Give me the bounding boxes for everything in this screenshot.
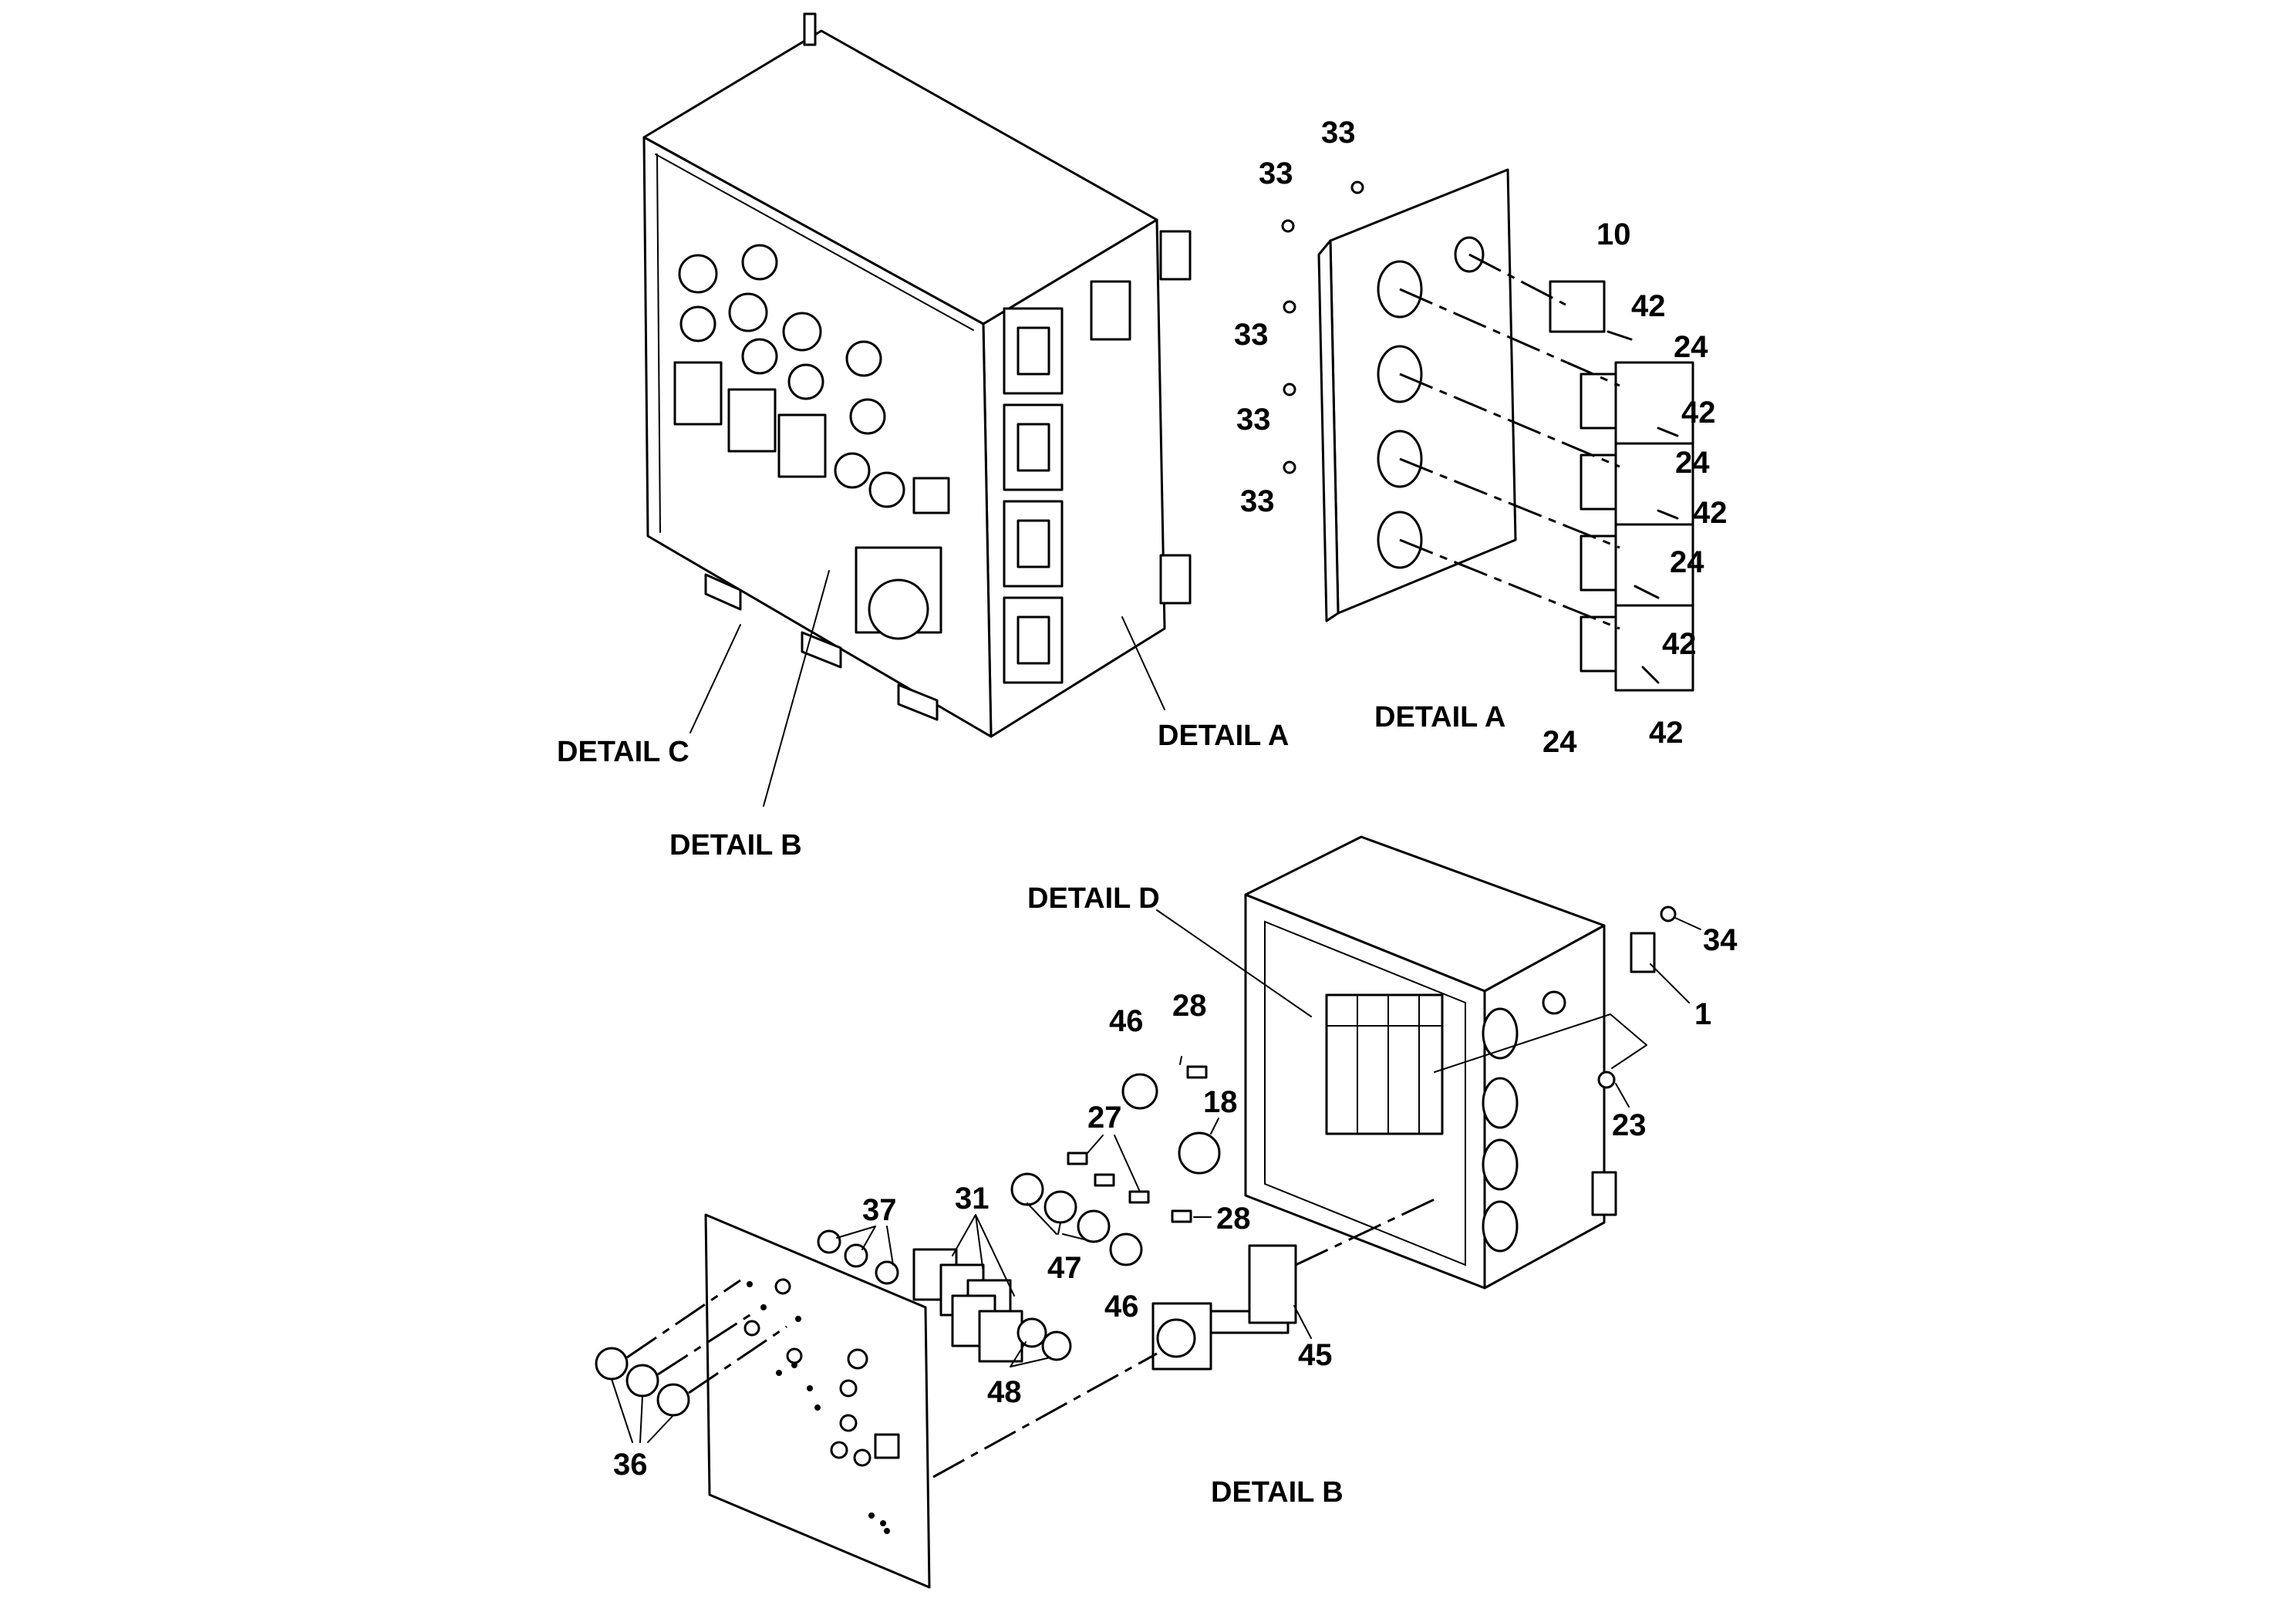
callout-46: 46 [1104, 1290, 1139, 1324]
screw-23 [1597, 1071, 1616, 1089]
main-enclosure-assembly [642, 12, 1192, 738]
callout-24: 24 [1674, 330, 1708, 364]
callout-24: 24 [1542, 725, 1577, 759]
callout-33: 33 [1240, 484, 1275, 518]
callout-46: 46 [1109, 1004, 1144, 1038]
label-detail-b-top: DETAIL B [669, 829, 802, 862]
callout-33: 33 [1321, 116, 1356, 150]
socket-outlets-24 [1580, 361, 1694, 692]
callout-18: 18 [1203, 1085, 1238, 1119]
callout-33: 33 [1259, 157, 1293, 191]
side-panel [1329, 168, 1517, 615]
callout-45: 45 [1298, 1338, 1333, 1372]
callout-24: 24 [1670, 545, 1704, 579]
callout-10: 10 [1596, 218, 1631, 251]
mounting-lug [803, 12, 817, 46]
callout-23: 23 [1612, 1108, 1647, 1142]
side-socket-outlets [1003, 280, 1131, 684]
screw-34 [1660, 905, 1677, 922]
callout-33: 33 [1236, 403, 1271, 437]
label-detail-d: DETAIL D [1027, 882, 1160, 915]
buzzer-18 [1178, 1131, 1221, 1175]
callout-42: 42 [1662, 627, 1697, 661]
callout-28: 28 [1172, 989, 1207, 1023]
hinge-upper [1159, 230, 1192, 281]
label-detail-a-main: DETAIL A [1158, 720, 1289, 752]
callout-27: 27 [1087, 1101, 1122, 1135]
label-detail-b-bottom: DETAIL B [1211, 1476, 1344, 1509]
detail-b-open-enclosure [1244, 835, 1677, 1290]
callout-48: 48 [987, 1375, 1022, 1409]
connector-10 [1549, 280, 1606, 333]
callout-1: 1 [1694, 997, 1711, 1031]
hinge-lower [1159, 554, 1192, 605]
main-switch-45 [1151, 1244, 1297, 1371]
callout-34: 34 [1703, 923, 1738, 957]
detail-b-door-panel [704, 1213, 931, 1589]
label-detail-a: DETAIL A [1374, 701, 1505, 733]
lamps-37 [817, 1229, 899, 1285]
callout-42: 42 [1681, 396, 1716, 430]
callout-24: 24 [1675, 446, 1710, 480]
callout-33: 33 [1234, 318, 1269, 352]
bracket-1 [1630, 932, 1656, 973]
door-controls [673, 244, 950, 640]
callout-42: 42 [1631, 289, 1666, 323]
internal-components [1325, 993, 1444, 1135]
knobs-36 [595, 1347, 690, 1417]
callout-47: 47 [1047, 1251, 1082, 1285]
callout-36: 36 [613, 1448, 648, 1482]
panel-edge [1317, 239, 1340, 622]
selector-switches-31 [912, 1248, 1023, 1363]
labels: DETAIL C DETAIL B DETAIL A DETAIL A DETA… [557, 116, 1738, 1509]
callout-42: 42 [1649, 716, 1684, 750]
detail-a-panel-assembly [1281, 168, 1694, 692]
callout-42: 42 [1693, 496, 1728, 530]
callout-37: 37 [862, 1193, 897, 1227]
label-detail-c: DETAIL C [557, 736, 689, 768]
callout-31: 31 [955, 1182, 990, 1216]
callout-28: 28 [1216, 1202, 1251, 1236]
